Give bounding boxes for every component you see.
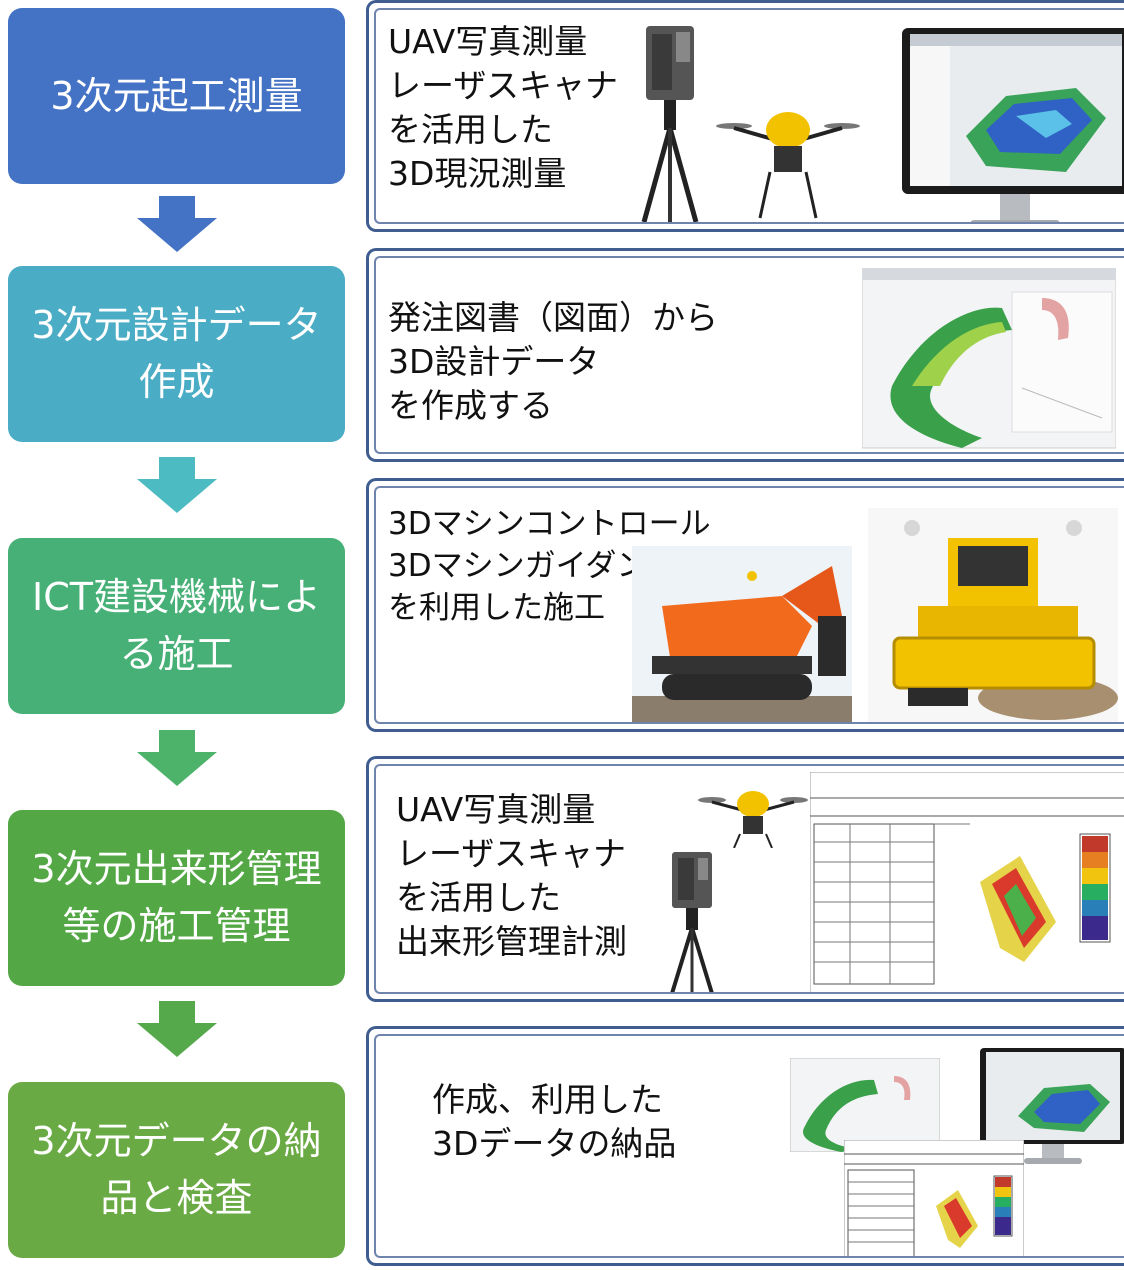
panel-4: UAV写真測量 レーザスキャナ を活用した 出来形管理計測 [366,756,1124,1002]
step-5-label: 3次元データの納品と検査 [31,1119,322,1220]
3d-design-model-icon [790,1058,940,1152]
panel-1-line: 3D現況測量 [388,153,567,193]
panel-4-line: 出来形管理計測 [396,921,627,961]
panel-1-text: UAV写真測量 レーザスキャナ を活用した 3D現況測量 [388,20,618,196]
drone-icon [698,780,808,848]
panel-1-line: UAV写真測量 [388,22,588,61]
panel-4-text: UAV写真測量 レーザスキャナ を活用した 出来形管理計測 [396,788,627,964]
panel-4-line: UAV写真測量 [396,790,596,829]
report-document-icon [810,772,1124,992]
panel-5: 作成、利用した 3Dデータの納品 [366,1026,1124,1266]
laser-scanner-icon [666,850,718,992]
panel-3: 3Dマシンコントロール 3Dマシンガイダンス を利用した施工 [366,478,1124,732]
panel-4-line: レーザスキャナ [396,833,627,873]
down-arrow-icon [137,730,217,786]
panel-5-line: 作成、利用した [432,1080,663,1119]
monitor-icon [896,26,1124,222]
step-1-box: 3次元起工測量 [8,8,345,184]
panel-2-line: を作成する [388,385,553,425]
panel-5-text: 作成、利用した 3Dデータの納品 [432,1078,676,1166]
laser-scanner-icon [638,24,702,222]
excavator-icon [632,546,852,722]
report-document-icon [844,1140,1024,1256]
step-2-box: 3次元設計データ作成 [8,266,345,442]
panel-2-text: 発注図書（図面）から 3D設計データ を作成する [388,296,718,428]
step-4-box: 3次元出来形管理等の施工管理 [8,810,345,986]
step-3-label: ICT建設機械による施工 [32,575,321,676]
panel-3-text: 3Dマシンコントロール 3Dマシンガイダンス を利用した施工 [388,504,711,630]
step-3-box: ICT建設機械による施工 [8,538,345,714]
panel-5-line: 3Dデータの納品 [432,1123,677,1163]
monitor-icon [978,1046,1124,1168]
panel-1-line: レーザスキャナ [388,65,619,105]
down-arrow-icon [137,457,217,513]
panel-3-line: 3Dマシンコントロール [388,506,711,542]
step-2-label: 3次元設計データ作成 [31,303,322,404]
bulldozer-icon [868,508,1118,722]
panel-2-line: 3D設計データ [388,341,600,381]
panel-2-line: 発注図書（図面）から [388,298,718,337]
3d-design-model-icon [862,268,1116,452]
panel-2: 発注図書（図面）から 3D設計データ を作成する [366,248,1124,462]
panel-3-line: を利用した施工 [388,589,605,626]
step-1-label: 3次元起工測量 [50,73,303,118]
down-arrow-icon [137,1001,217,1057]
step-5-box: 3次元データの納品と検査 [8,1082,345,1258]
down-arrow-icon [137,196,217,252]
step-4-label: 3次元出来形管理等の施工管理 [31,847,322,948]
panel-4-line: を活用した [396,877,561,917]
panel-1-line: を活用した [388,109,553,149]
panel-1: UAV写真測量 レーザスキャナ を活用した 3D現況測量 [366,0,1124,232]
panel-3-line: 3Dマシンガイダンス [388,547,678,584]
drone-icon [714,90,862,220]
